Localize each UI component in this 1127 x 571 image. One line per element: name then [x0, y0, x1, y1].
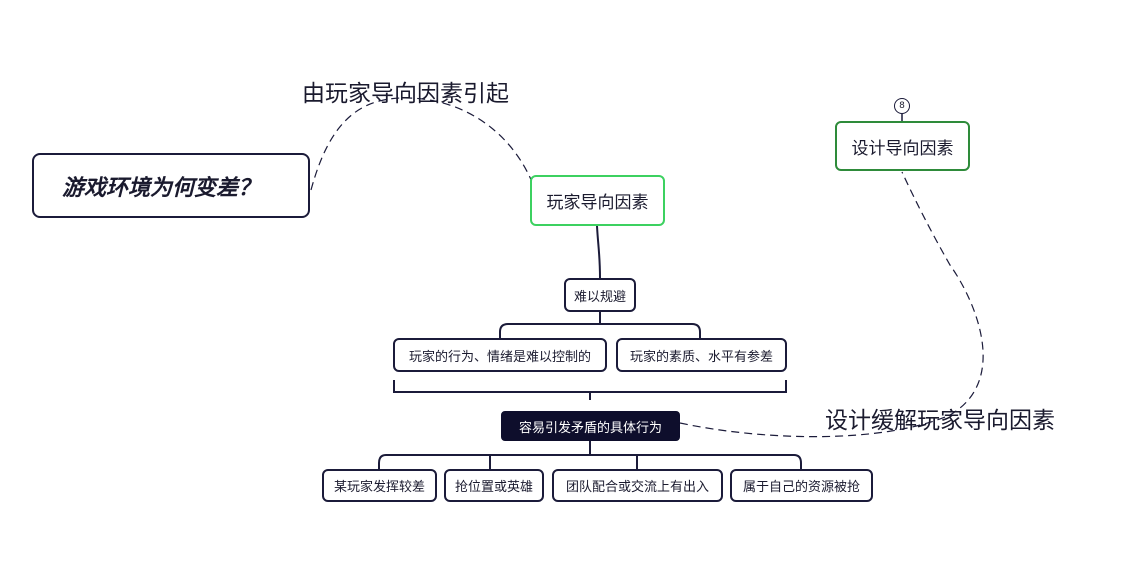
behavior-grab-position-text: 抢位置或英雄: [454, 480, 533, 495]
relation-line-design-mitigation: [679, 171, 984, 438]
topic-design-factors-text: 设计导向因素: [851, 138, 954, 159]
behavior-grab-position[interactable]: 抢位置或英雄: [444, 469, 544, 502]
relation-label-design-mitigation[interactable]: 设计缓解玩家导向因素: [825, 408, 1055, 434]
topic-design-factors[interactable]: 设计导向因素: [835, 121, 970, 171]
link-player-to-hard: [596, 225, 601, 279]
subtopic-quality-varies-text: 玩家的素质、水平有参差: [629, 349, 773, 365]
behavior-teamwork-mismatch[interactable]: 团队配合或交流上有出入: [552, 469, 723, 502]
root-topic[interactable]: 游戏环境为何变差？: [32, 153, 310, 218]
collapsed-count-badge[interactable]: 8: [894, 98, 910, 114]
summary-conflict-behaviors-text: 容易引发矛盾的具体行为: [518, 420, 662, 436]
root-topic-text: 游戏环境为何变差？: [62, 175, 261, 201]
subtopic-quality-varies[interactable]: 玩家的素质、水平有参差: [616, 338, 787, 372]
behavior-teamwork-mismatch-text: 团队配合或交流上有出入: [565, 480, 709, 495]
subtopic-hard-to-avoid-text: 难以规避: [573, 289, 626, 305]
link-hard-to-children: [499, 312, 701, 338]
summary-conflict-behaviors[interactable]: 容易引发矛盾的具体行为: [501, 411, 680, 441]
link-summary-to-behaviors: [378, 441, 802, 469]
topic-player-factors[interactable]: 玩家导向因素: [530, 175, 665, 226]
topic-player-factors-text: 玩家导向因素: [546, 193, 649, 213]
subtopic-behavior-uncontrollable-text: 玩家的行为、情绪是难以控制的: [408, 349, 591, 365]
behavior-poor-performance[interactable]: 某玩家发挥较差: [322, 469, 437, 502]
relation-label-caused-by-player[interactable]: 由玩家导向因素引起: [302, 81, 509, 107]
subtopic-hard-to-avoid[interactable]: 难以规避: [564, 278, 636, 312]
relation-line-caused-by-player: [310, 97, 533, 191]
summary-bracket: [393, 380, 787, 400]
collapsed-count-text: 8: [899, 101, 905, 111]
subtopic-behavior-uncontrollable[interactable]: 玩家的行为、情绪是难以控制的: [393, 338, 607, 372]
behavior-resources-stolen-text: 属于自己的资源被抢: [742, 480, 860, 495]
behavior-poor-performance-text: 某玩家发挥较差: [333, 480, 425, 495]
behavior-resources-stolen[interactable]: 属于自己的资源被抢: [730, 469, 873, 502]
